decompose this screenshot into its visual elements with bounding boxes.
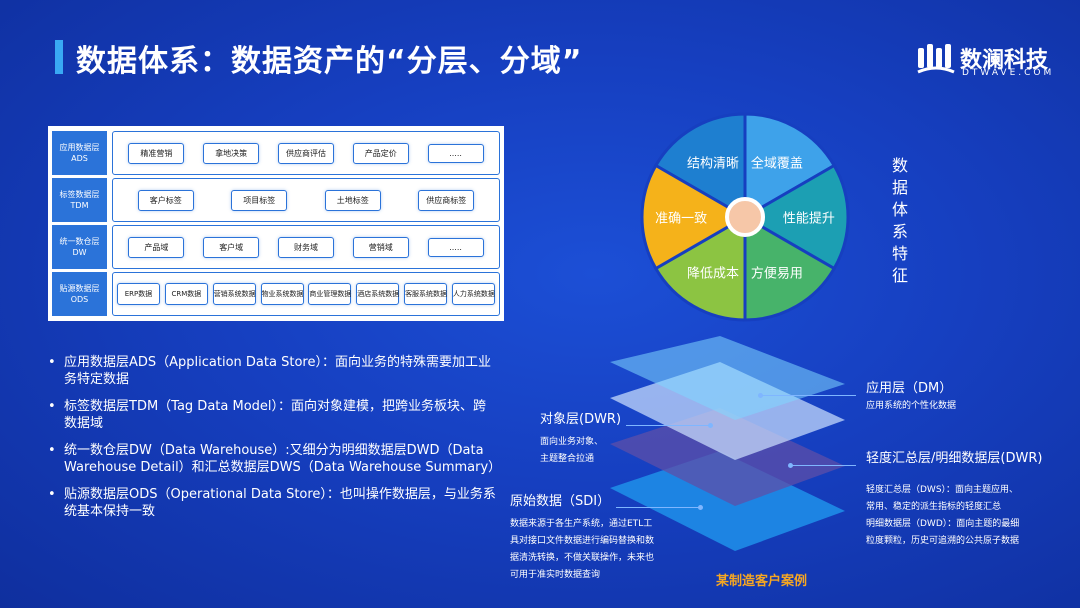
layer-cell: 供应商标签 (418, 190, 474, 211)
list-item: 应用数据层ADS（Application Data Store）：面向业务的特殊… (48, 354, 498, 388)
case-label: 某制造客户案例 (716, 570, 807, 589)
connector-dot (698, 505, 703, 510)
layer-label-ods: 贴源数据层 ODS (52, 272, 107, 316)
layer-description-list: 应用数据层ADS（Application Data Store）：面向业务的特殊… (48, 354, 498, 530)
layer-label-code: TDM (52, 200, 107, 211)
logo-subtitle: DTWAVE.COM (962, 68, 1054, 78)
layer-cell: 酒店系统数据 (356, 283, 399, 305)
title-accent-bar (55, 40, 63, 74)
callout-sdi-desc: 数据来源于各生产系统，通过ETL工 具对接口文件数据进行编码替换和数 据清洗转换… (510, 516, 654, 584)
layer-cell: ..... (428, 238, 484, 257)
list-item: 标签数据层TDM（Tag Data Model）：面向对象建模，把跨业务板块、跨… (48, 398, 498, 432)
layer-cells-tdm: 客户标签 项目标签 土地标签 供应商标签 (112, 178, 500, 222)
layer-label-name: 贴源数据层 (52, 283, 107, 294)
features-vertical-title: 数据体系特征 (889, 155, 911, 287)
connector-line (616, 507, 700, 508)
layer-cell: 客户域 (203, 237, 259, 258)
layer-cell: 商业管理数据 (308, 283, 351, 305)
callout-dm-title: 应用层（DM） (866, 377, 952, 396)
layer-label-ads: 应用数据层 ADS (52, 131, 107, 175)
callout-dwr-object-title: 对象层(DWR) (540, 408, 621, 427)
pie-slice-label: 降低成本 (687, 263, 739, 282)
page-title: 数据体系：数据资产的“分层、分域” (76, 36, 582, 80)
layer-cell: 产品定价 (353, 143, 409, 164)
layer-label-code: ADS (52, 153, 107, 164)
layer-cell: 物业系统数据 (261, 283, 304, 305)
layer-cell: 财务域 (278, 237, 334, 258)
connector-line (792, 465, 856, 466)
layer-cell: 土地标签 (325, 190, 381, 211)
connector-line (626, 425, 710, 426)
layer-cells-ods: ERP数据 CRM数据 营销系统数据 物业系统数据 商业管理数据 酒店系统数据 … (112, 272, 500, 316)
layer-cell: 供应商评估 (278, 143, 334, 164)
callout-sdi-title: 原始数据（SDI） (510, 490, 610, 509)
list-item: 贴源数据层ODS（Operational Data Store）：也叫操作数据层… (48, 486, 498, 520)
connector-line (762, 395, 856, 396)
layer-label-dw: 统一数仓层 DW (52, 225, 107, 269)
layer-cells-ads: 精准营销 拿地决策 供应商评估 产品定价 ..... (112, 131, 500, 175)
callout-desc-line: 明细数据层（DWD）：面向主题的最细 (866, 516, 1019, 533)
callout-desc-line: 据清洗转换，不做关联操作，未来也 (510, 550, 654, 567)
layer-cell: 项目标签 (231, 190, 287, 211)
layer-row-ads: 应用数据层 ADS 精准营销 拿地决策 供应商评估 产品定价 ..... (52, 131, 500, 175)
layer-cell: ERP数据 (117, 283, 160, 305)
callout-desc-line: 面向业务对象、 (540, 434, 603, 451)
layer-label-tdm: 标签数据层 TDM (52, 178, 107, 222)
callout-desc-line: 粒度颗粒，历史可追溯的公共原子数据 (866, 533, 1019, 550)
pie-center-circle (725, 197, 765, 237)
callout-dwr-summary-title: 轻度汇总层/明细数据层(DWR) (866, 447, 1042, 466)
layer-label-code: ODS (52, 294, 107, 305)
layer-cell: CRM数据 (165, 283, 208, 305)
connector-dot (788, 463, 793, 468)
layer-cell: 营销系统数据 (213, 283, 256, 305)
callout-desc-line: 数据来源于各生产系统，通过ETL工 (510, 516, 654, 533)
layer-cells-dw: 产品域 客户域 财务域 营销域 ..... (112, 225, 500, 269)
layer-row-tdm: 标签数据层 TDM 客户标签 项目标签 土地标签 供应商标签 (52, 178, 500, 222)
data-layer-table: 应用数据层 ADS 精准营销 拿地决策 供应商评估 产品定价 ..... 标签数… (48, 126, 504, 321)
layer-label-name: 应用数据层 (52, 142, 107, 153)
layer-label-code: DW (52, 247, 107, 258)
layer-label-name: 标签数据层 (52, 189, 107, 200)
pie-slice-label: 全域覆盖 (751, 152, 803, 171)
layer-cell: ..... (428, 144, 484, 163)
pie-slice-label: 结构清晰 (687, 152, 739, 171)
connector-dot (708, 423, 713, 428)
list-item: 统一数仓层DW（Data Warehouse）:又细分为明细数据层DWD（Dat… (48, 442, 498, 476)
callout-dwr-object-desc: 面向业务对象、 主题整合拉通 (540, 434, 603, 468)
callout-dm-desc: 应用系统的个性化数据 (866, 398, 956, 415)
callout-desc-line: 具对接口文件数据进行编码替换和数 (510, 533, 654, 550)
layer-cell: 营销域 (353, 237, 409, 258)
company-logo: 数澜科技 DTWAVE.COM (916, 42, 1058, 82)
callout-desc-line: 可用于准实时数据查询 (510, 567, 654, 584)
layer-cell: 精准营销 (128, 143, 184, 164)
layer-cell: 产品域 (128, 237, 184, 258)
pie-slice-label: 性能提升 (783, 208, 835, 227)
callout-dwr-summary-desc: 轻度汇总层（DWS）：面向主题应用、 常用、稳定的派生指标的轻度汇总 明细数据层… (866, 482, 1019, 550)
layer-row-ods: 贴源数据层 ODS ERP数据 CRM数据 营销系统数据 物业系统数据 商业管理… (52, 272, 500, 316)
logo-icon (916, 44, 956, 78)
callout-desc-line: 常用、稳定的派生指标的轻度汇总 (866, 499, 1019, 516)
callout-desc-line: 主题整合拉通 (540, 451, 603, 468)
layer-cell: 客服系统数据 (404, 283, 447, 305)
connector-dot (758, 393, 763, 398)
layer-label-name: 统一数仓层 (52, 236, 107, 247)
pie-slice-label: 准确一致 (655, 208, 707, 227)
callout-desc-line: 轻度汇总层（DWS）：面向主题应用、 (866, 482, 1019, 499)
layer-cell: 拿地决策 (203, 143, 259, 164)
layer-row-dw: 统一数仓层 DW 产品域 客户域 财务域 营销域 ..... (52, 225, 500, 269)
layer-cell: 客户标签 (138, 190, 194, 211)
pie-slice-label: 方便易用 (751, 263, 803, 282)
layer-cell: 人力系统数据 (452, 283, 495, 305)
